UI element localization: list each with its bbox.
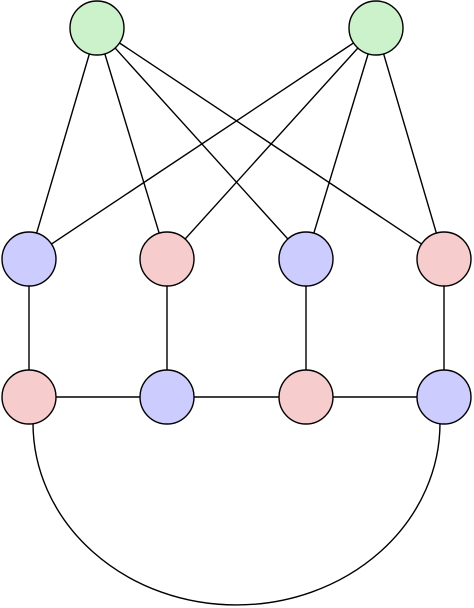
node-b1-red [1,369,57,425]
node-g1-green [69,0,125,56]
edge-b1-b4 [32,422,441,606]
node-m2-red [139,231,195,287]
edge-g1-m1 [28,27,98,260]
nodes-layer [1,0,472,425]
node-m4-red [416,231,472,287]
node-g2-green [348,0,404,56]
edge-g2-m3 [305,27,377,260]
edge-g2-m2 [166,27,377,260]
edge-g2-m1 [28,27,377,260]
edges-layer [28,27,445,606]
node-m1-blue [1,231,57,287]
node-b3-red [278,369,334,425]
edge-g1-m2 [96,27,168,260]
node-b2-blue [139,369,195,425]
node-m3-blue [278,231,334,287]
edge-g2-m4 [375,27,445,260]
edge-g1-m4 [96,27,445,260]
node-b4-blue [416,369,472,425]
